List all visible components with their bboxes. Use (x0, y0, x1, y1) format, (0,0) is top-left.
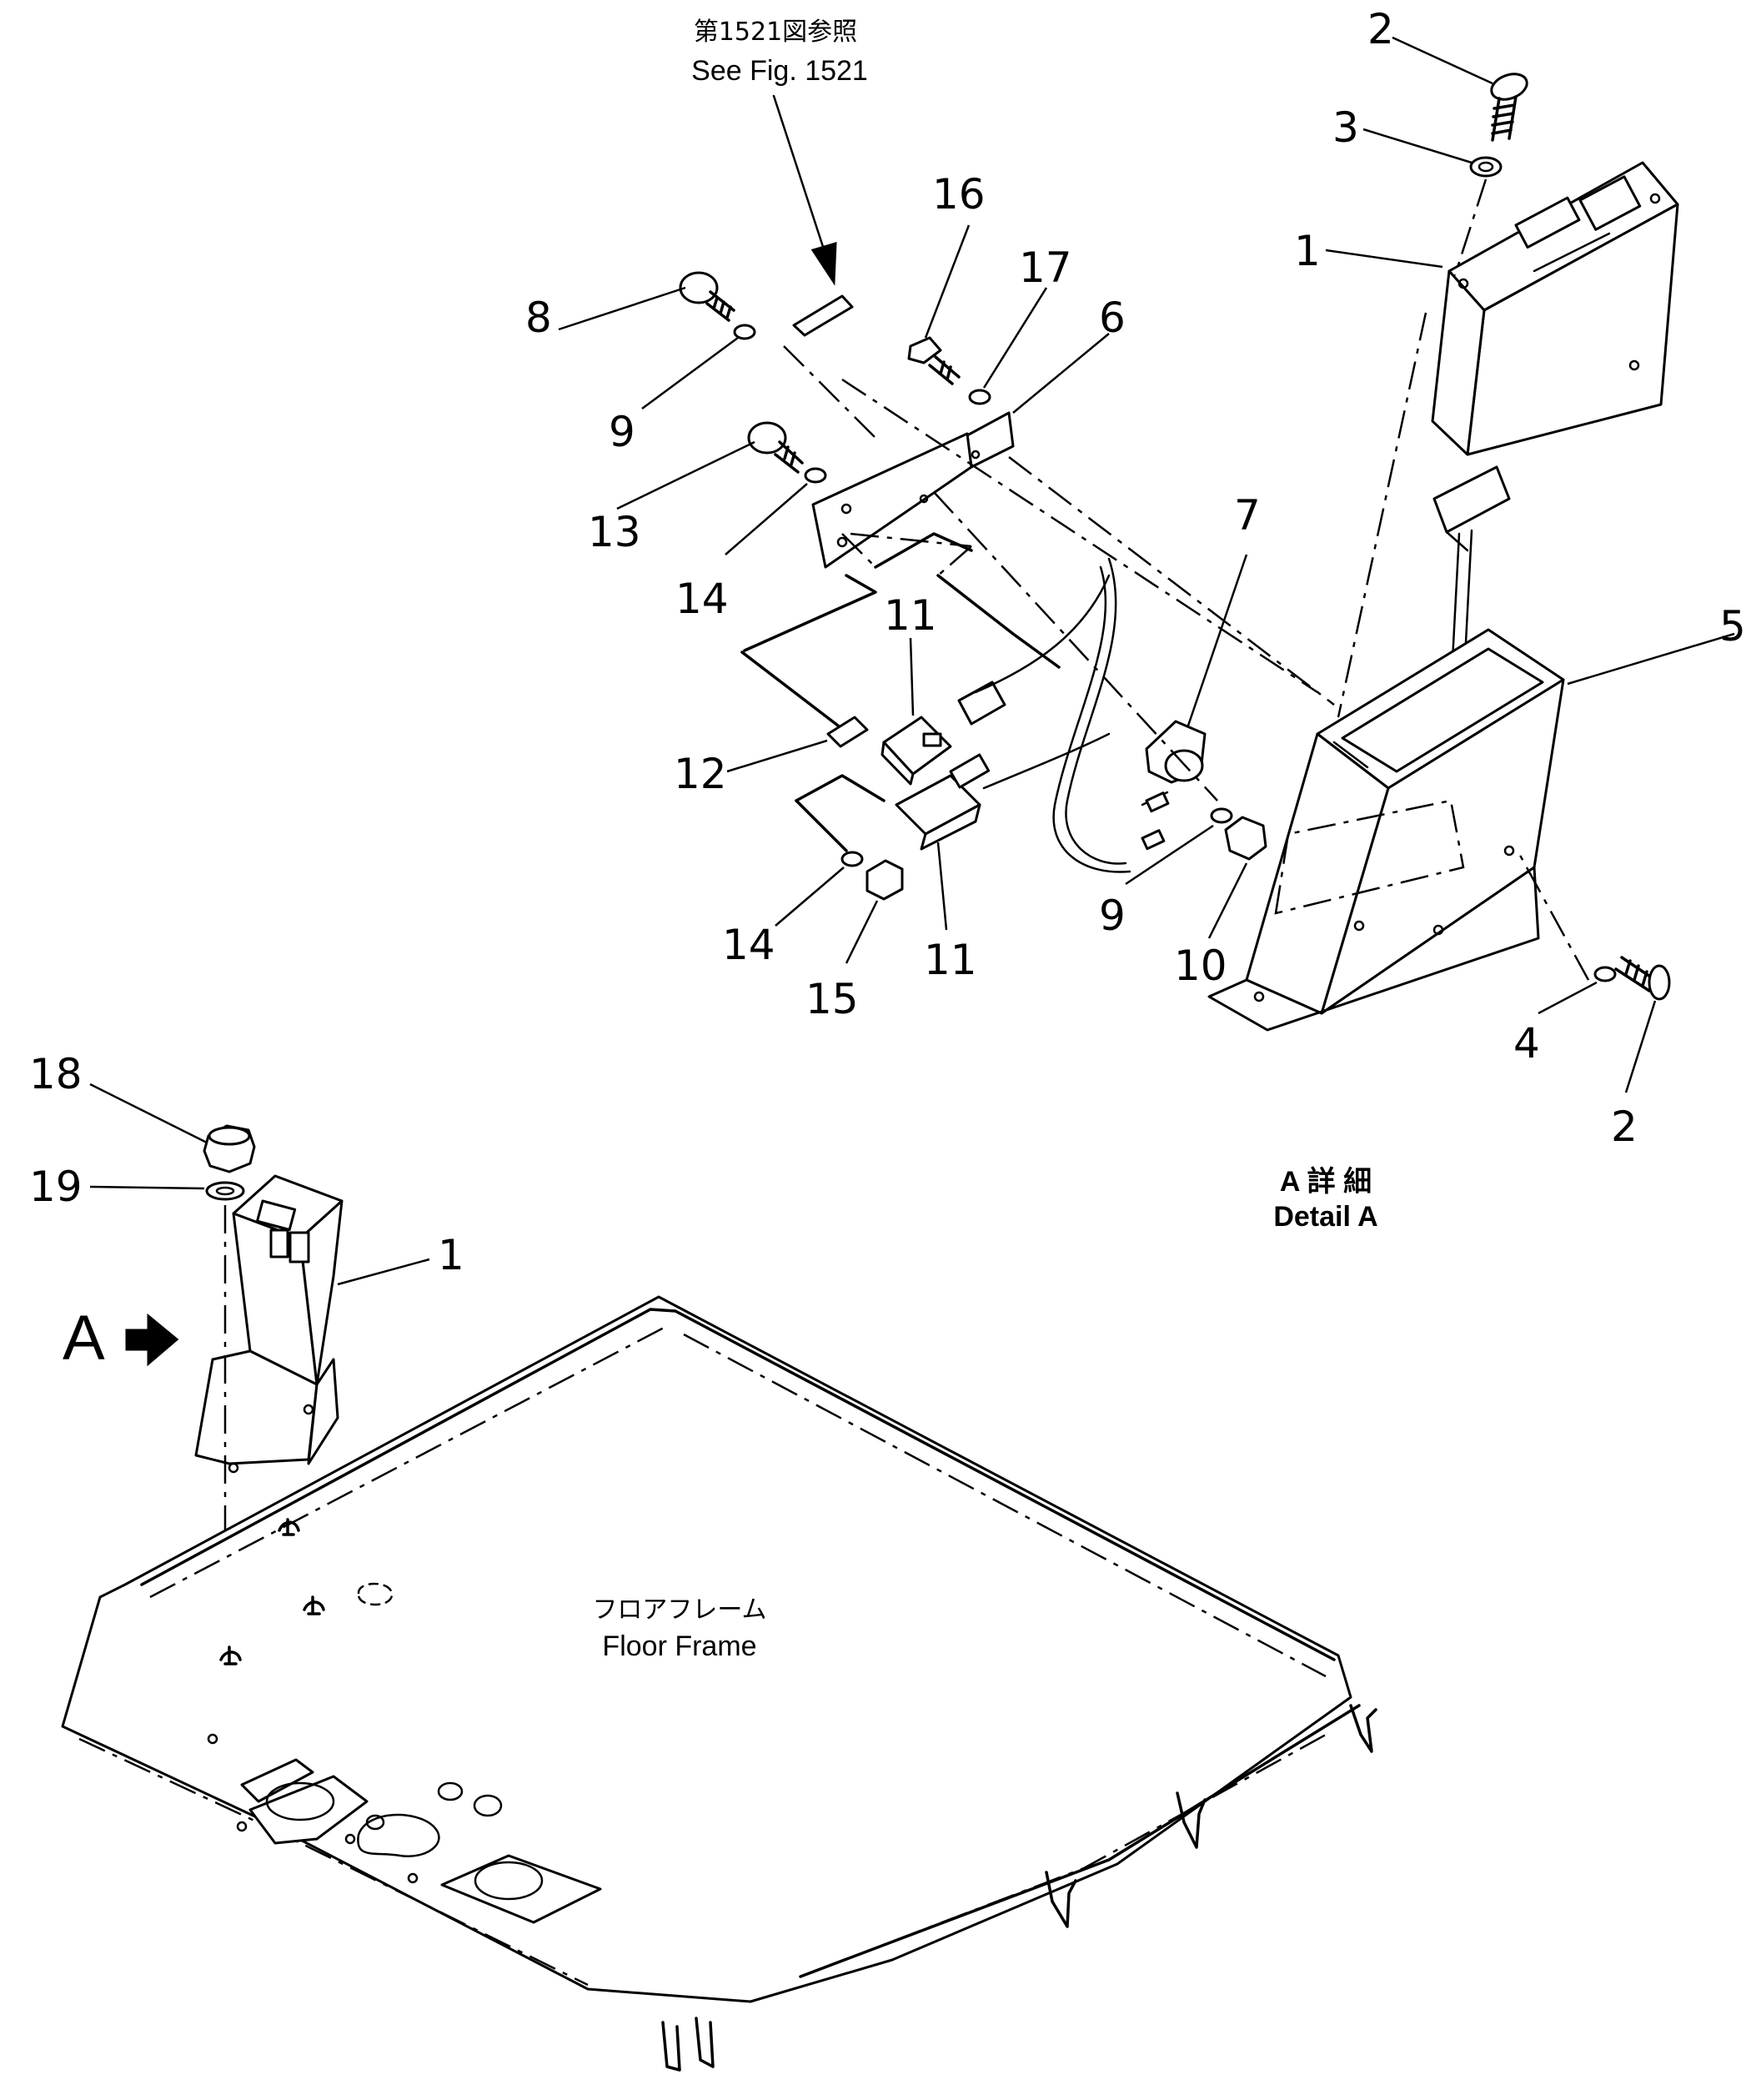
arrow-down-icon (810, 241, 837, 286)
reference-note-jp: 第1521図参照 (694, 18, 857, 47)
bolt-8 (679, 271, 756, 340)
reference-note: 第1521図参照 See Fig. 1521 (691, 18, 868, 286)
callout-14-upper: 14 (675, 575, 729, 623)
screw-top (1469, 73, 1528, 178)
callout-15: 15 (805, 975, 859, 1023)
callout-5: 5 (1719, 602, 1746, 651)
callout-18: 18 (29, 1050, 83, 1098)
washer-9-upper (733, 324, 756, 340)
callout-14-lower: 14 (722, 921, 775, 969)
detail-label: A 詳 細 Detail A (1273, 1166, 1377, 1233)
reference-bracket (792, 294, 854, 337)
reference-arrow-line (772, 94, 827, 256)
detail-a-assembly (679, 73, 1679, 1032)
callouts: 2 3 1 16 17 6 8 9 13 14 7 5 11 12 14 15 … (29, 5, 1746, 1279)
callout-11-lower: 11 (924, 936, 977, 984)
washer-17 (968, 389, 991, 405)
callout-2-top: 2 (1367, 5, 1394, 53)
relay-upper (881, 716, 952, 786)
view-arrow-label: A (63, 1303, 105, 1374)
washer-4 (1593, 966, 1617, 982)
mounted-assembly (194, 1174, 344, 1651)
stand-box (1207, 628, 1565, 1032)
detail-label-en: Detail A (1273, 1201, 1377, 1233)
callout-9-lower: 9 (1099, 892, 1126, 940)
callout-17: 17 (1019, 244, 1072, 292)
callout-13: 13 (588, 508, 641, 556)
callout-12: 12 (674, 750, 727, 798)
reference-note-en: See Fig. 1521 (691, 55, 868, 87)
washer-14-lower (840, 851, 864, 867)
bolt-13 (747, 421, 827, 484)
floor-frame-label: フロアフレーム Floor Frame (592, 1595, 766, 1662)
callout-2-bottom: 2 (1611, 1103, 1638, 1151)
callout-4: 4 (1513, 1019, 1540, 1068)
washer-9-lower (1210, 807, 1233, 824)
controller-unit (1431, 161, 1679, 456)
washer-14-upper (804, 467, 827, 484)
callout-1-top: 1 (1294, 227, 1321, 275)
callout-19: 19 (29, 1163, 83, 1211)
callout-6: 6 (1099, 294, 1126, 342)
plate-12 (826, 716, 869, 748)
harness-wire-a (1065, 557, 1127, 865)
connector-plug (957, 681, 1006, 726)
floor-frame (61, 1295, 1377, 2072)
callout-9-upper: 9 (609, 408, 635, 456)
nut-10 (1224, 816, 1267, 861)
callout-11-upper: 11 (884, 591, 937, 640)
bracket (811, 411, 1015, 569)
bolt-16 (907, 336, 991, 405)
callout-1-lower: 1 (438, 1231, 464, 1279)
view-arrow: A (63, 1303, 179, 1374)
callout-leaders (89, 36, 1735, 1286)
nut-18 (203, 1124, 256, 1173)
callout-10: 10 (1174, 942, 1227, 990)
floor-frame-label-en: Floor Frame (602, 1630, 756, 1662)
callout-8: 8 (525, 294, 552, 342)
callout-7: 7 (1234, 491, 1261, 540)
detail-label-jp: A 詳 細 (1280, 1166, 1372, 1198)
washer-top (1469, 156, 1503, 178)
relay-lower (895, 753, 991, 851)
arrow-right-icon (125, 1313, 179, 1367)
washer-19 (205, 1181, 245, 1201)
floor-frame-label-jp: フロアフレーム (592, 1595, 766, 1625)
screw-bottom (1593, 956, 1671, 1001)
callout-3: 3 (1332, 103, 1359, 152)
callout-16: 16 (932, 170, 986, 219)
nut-15 (865, 859, 904, 901)
